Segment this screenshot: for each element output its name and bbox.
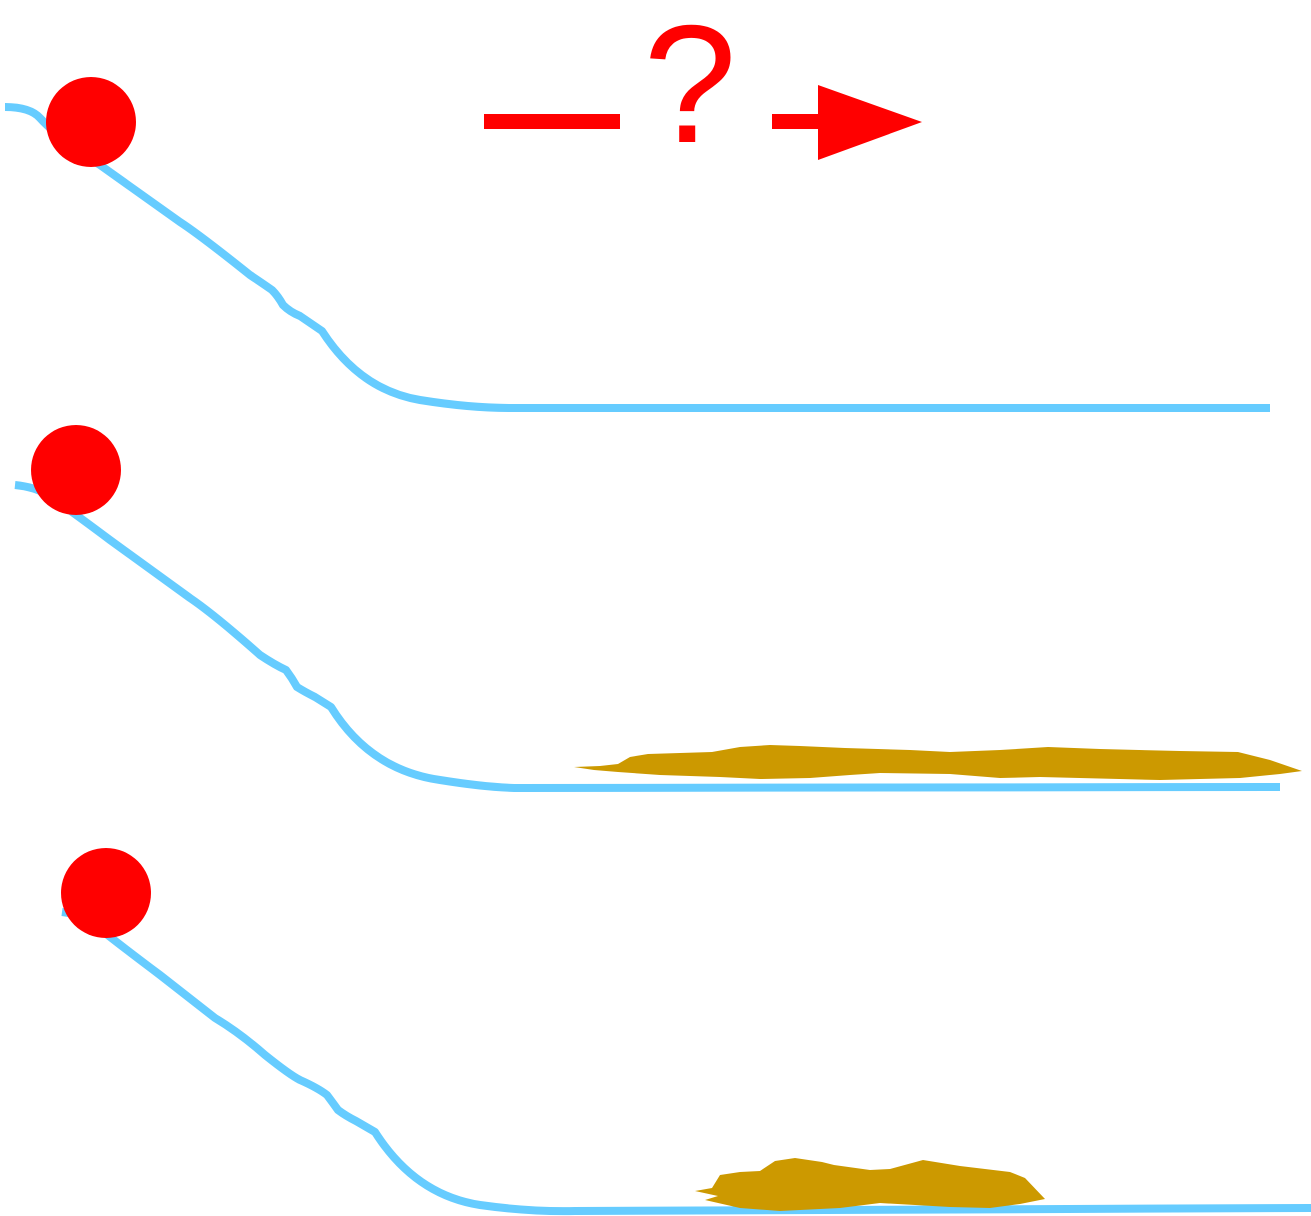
direction-arrow bbox=[484, 85, 922, 160]
arrow-shaft bbox=[772, 114, 822, 129]
friction-patch bbox=[574, 745, 1302, 780]
ball bbox=[46, 77, 136, 167]
friction-patch bbox=[695, 1158, 1045, 1211]
ball bbox=[61, 848, 151, 938]
scene-long-rough-patch bbox=[14, 425, 1302, 792]
ramp-track bbox=[14, 481, 1281, 792]
ramp-track bbox=[61, 908, 1311, 1216]
ball bbox=[31, 425, 121, 515]
scene-short-rough-patch bbox=[61, 848, 1311, 1216]
scene-no-friction bbox=[4, 77, 1270, 412]
question-mark: ? bbox=[643, 0, 737, 178]
arrow-dash bbox=[484, 114, 620, 129]
arrow-head bbox=[818, 85, 922, 160]
